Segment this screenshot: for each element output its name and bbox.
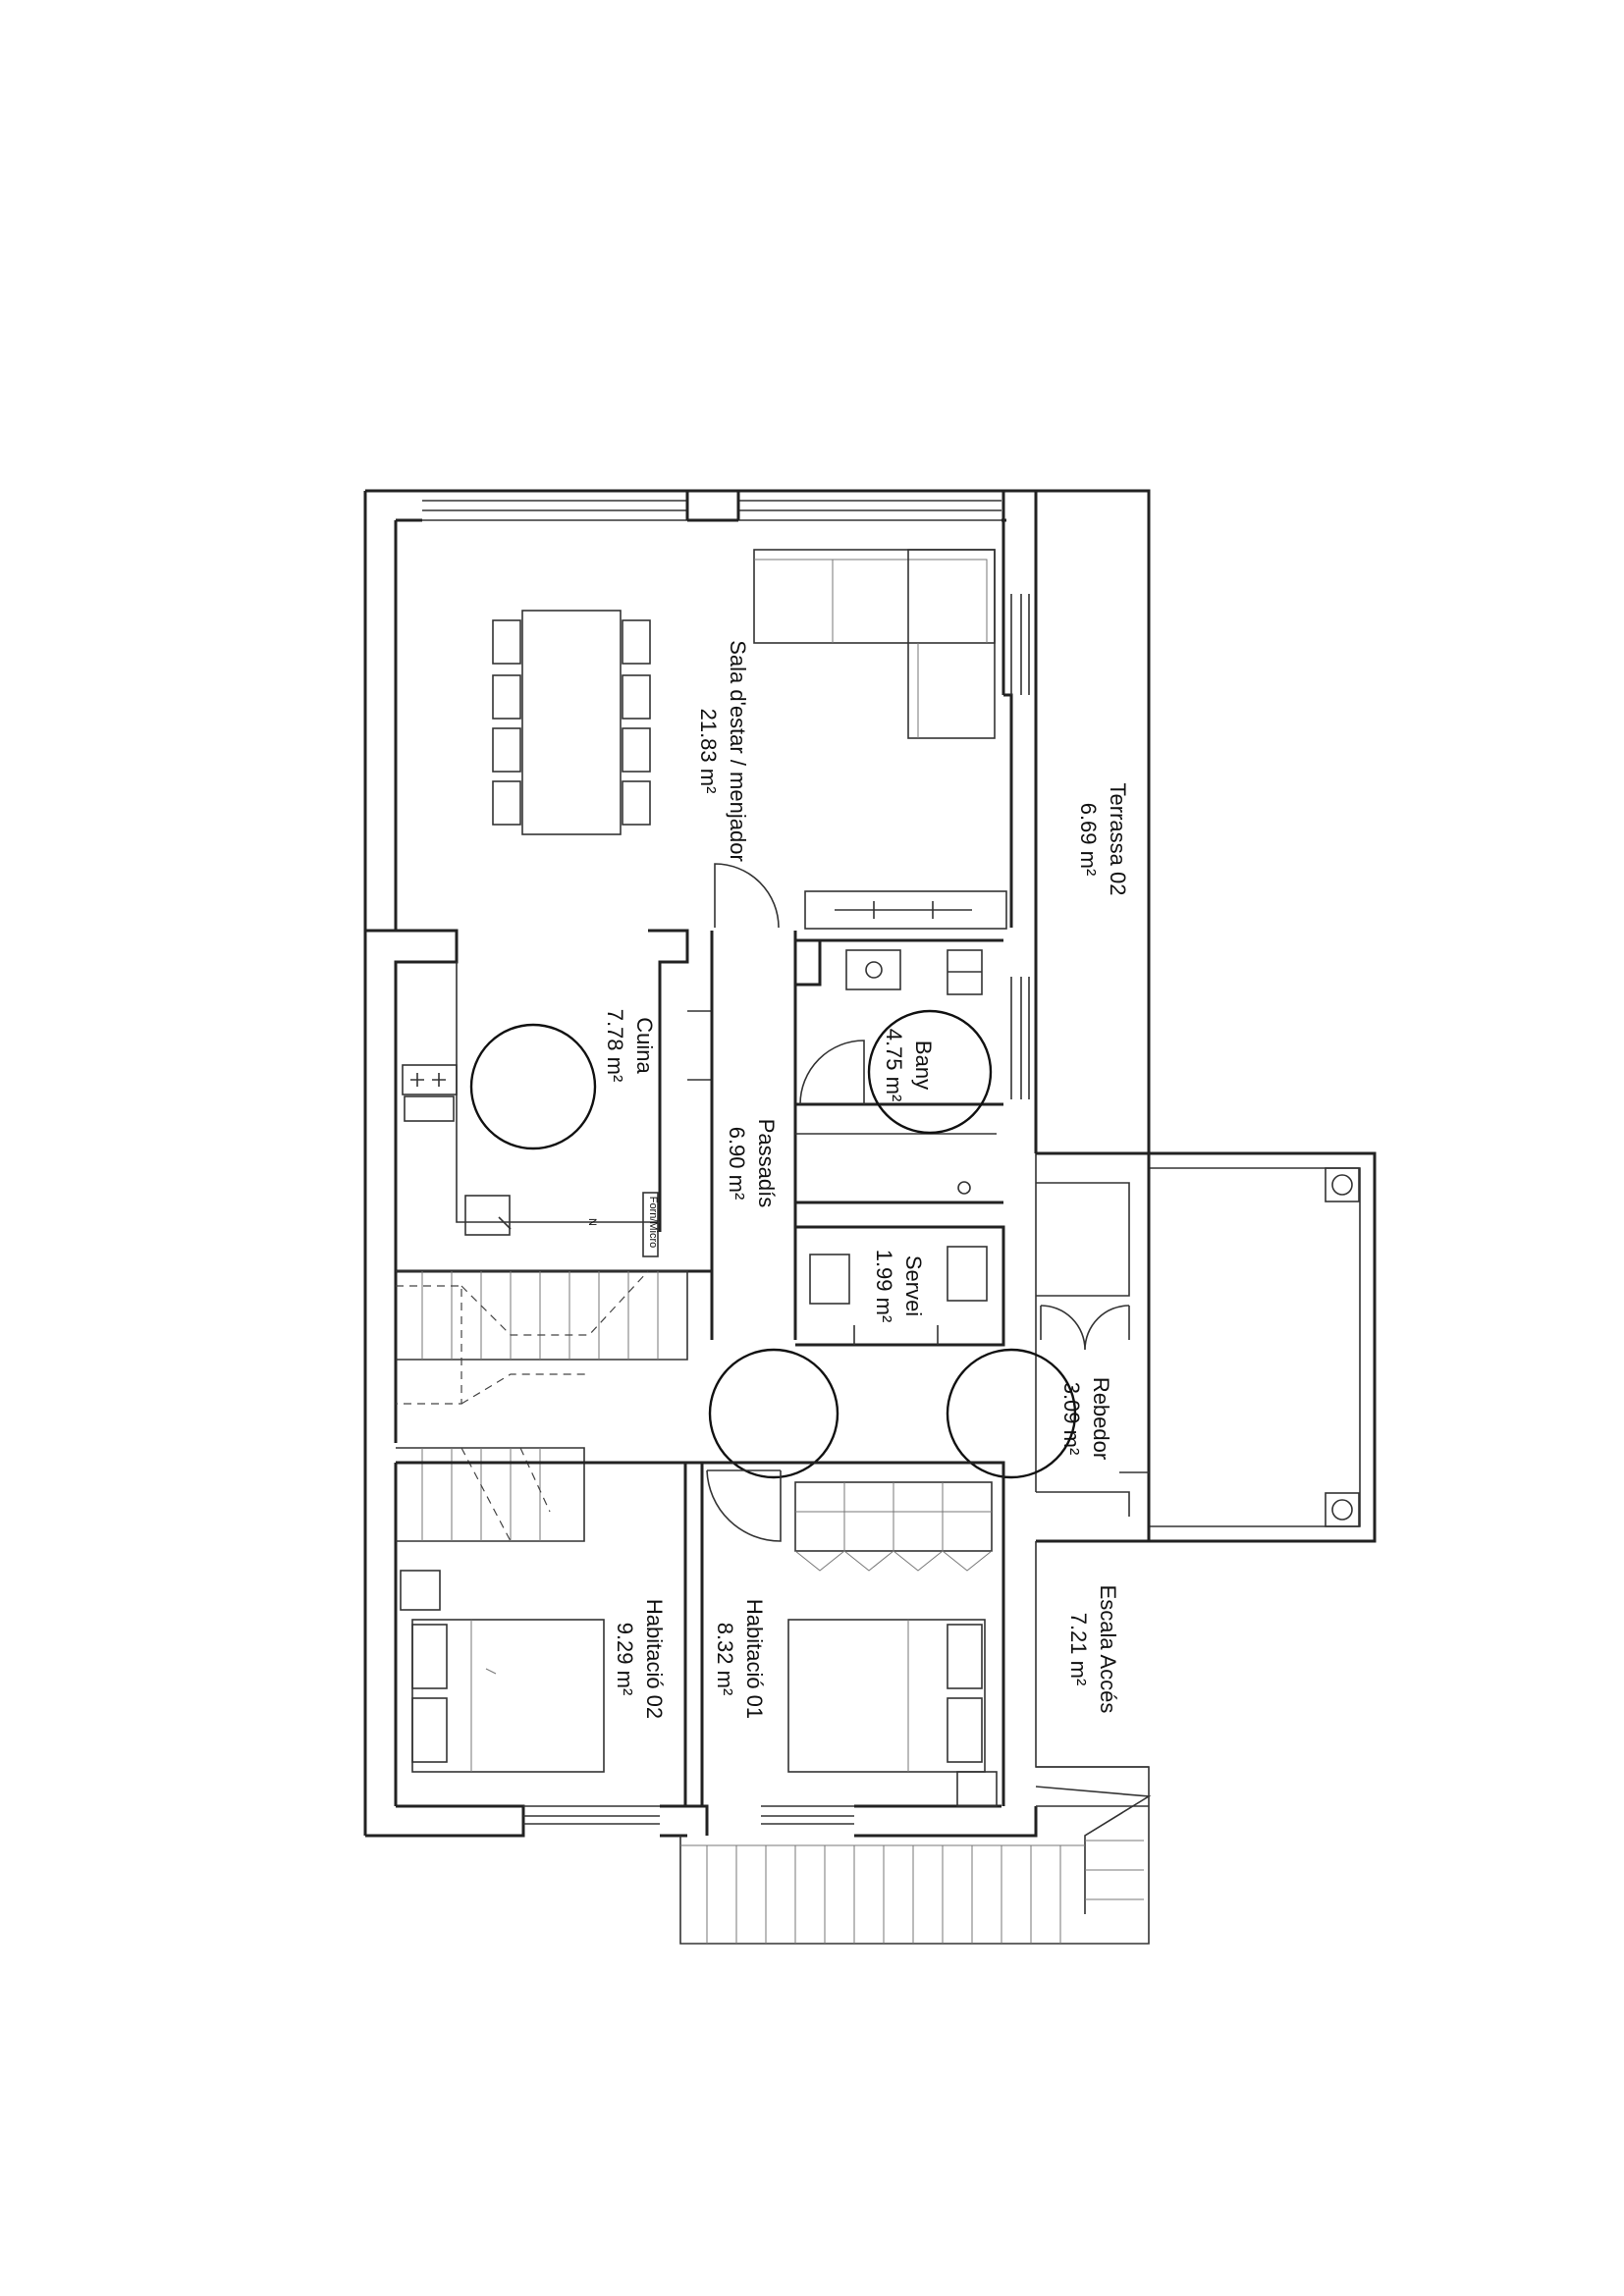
sofa [753, 549, 996, 739]
nightstand [400, 1570, 441, 1611]
label-cuina-area: 7.78 m² [603, 1009, 627, 1083]
label-terrassa-area: 6.69 m² [1076, 803, 1101, 877]
sala-furniture [492, 549, 1007, 930]
cuina [396, 929, 714, 1273]
label-habitacio01-area: 8.32 m² [713, 1623, 737, 1696]
terrassa-02 [1035, 489, 1151, 1492]
dining-table [521, 610, 622, 835]
label-forn-micro: Forn/Micro [647, 1197, 659, 1249]
bany [795, 938, 1003, 1204]
turning-circle-passadis [708, 1348, 839, 1479]
servei [795, 1225, 1005, 1347]
label-habitacio02-name: Habitació 02 [642, 1599, 667, 1719]
label-rebedor-area: 3.09 m² [1059, 1382, 1084, 1456]
entry-porch [1149, 1151, 1377, 1543]
nightstand-01 [956, 1771, 998, 1807]
washbasin [845, 949, 901, 990]
rebedor [1036, 1151, 1151, 1543]
label-cuina-name: Cuina [632, 1017, 657, 1074]
hob [402, 1064, 458, 1095]
label-escala-area: 7.21 m² [1066, 1613, 1091, 1686]
servei-toilet [947, 1246, 988, 1302]
turning-circle-cuina [469, 1023, 597, 1150]
turning-circle-rebedor [946, 1348, 1077, 1479]
label-passadis-area: 6.90 m² [725, 1127, 749, 1201]
label-n-mark: N [586, 1218, 598, 1226]
sink [464, 1195, 511, 1236]
bed-habitacio-01 [787, 1619, 986, 1773]
label-servei-name: Servei [901, 1255, 926, 1316]
interior-stair [396, 1270, 688, 1542]
tv-unit [804, 890, 1007, 930]
bed-habitacio-02 [411, 1619, 605, 1773]
label-bany-name: Bany [911, 1041, 936, 1090]
label-rebedor-name: Rebedor [1089, 1377, 1113, 1460]
passadis [708, 931, 1077, 1479]
label-passadis-name: Passadís [754, 1119, 779, 1208]
label-terrassa-name: Terrassa 02 [1106, 783, 1130, 896]
label-bany-area: 4.75 m² [882, 1029, 906, 1102]
label-habitacio01-name: Habitació 01 [742, 1599, 767, 1719]
label-escala-name: Escala Accés [1096, 1585, 1120, 1714]
habitacio-01 [685, 1461, 1005, 1807]
exterior-walls [363, 489, 1038, 1838]
servei-washbasin [809, 1254, 850, 1305]
room-labels: Sala d'estar / menjador 21.83 m² Terrass… [586, 640, 1130, 1719]
label-sala-name: Sala d'estar / menjador [726, 640, 750, 862]
label-servei-area: 1.99 m² [872, 1250, 896, 1323]
label-sala-area: 21.83 m² [696, 709, 721, 794]
escala-acces [679, 1541, 1152, 1945]
label-habitacio02-area: 9.29 m² [613, 1623, 637, 1696]
turning-circle-bany [867, 1009, 993, 1135]
